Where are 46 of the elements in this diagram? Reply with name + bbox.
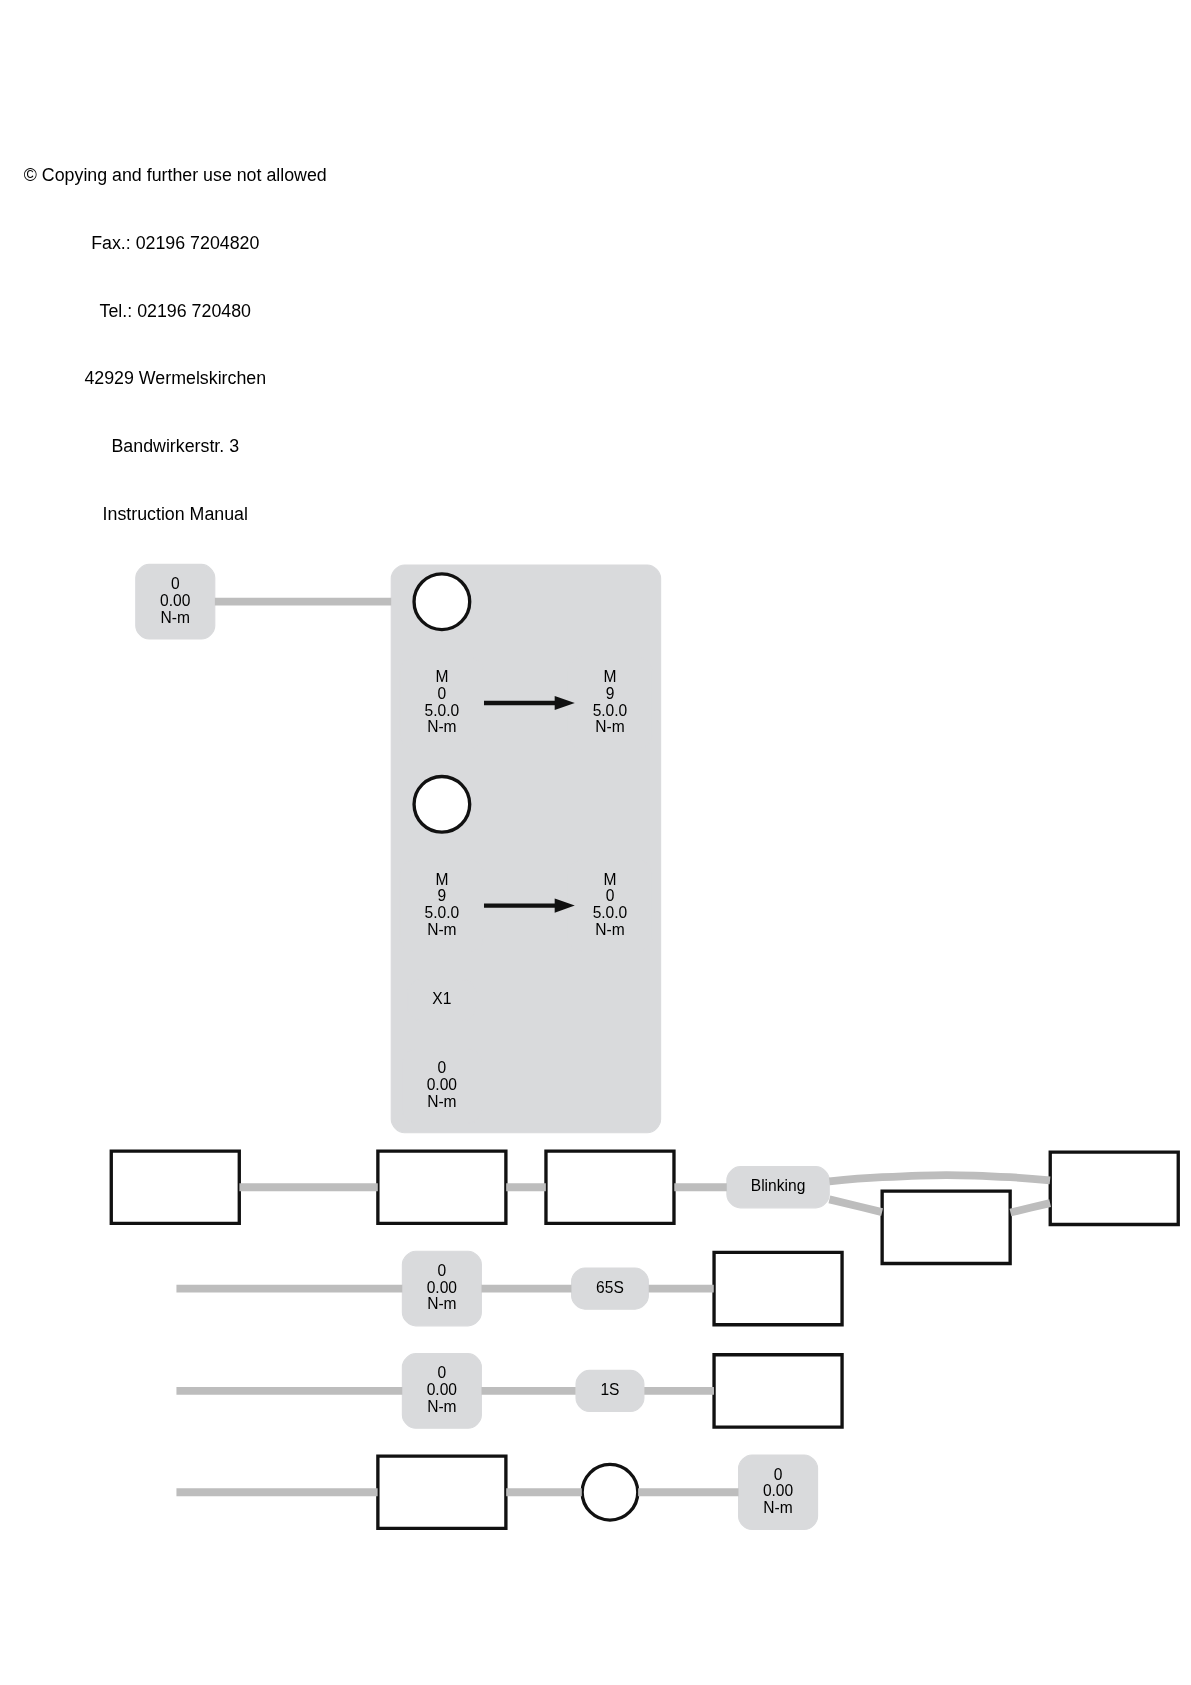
node-circle	[580, 1462, 640, 1522]
connector	[638, 1487, 739, 1496]
node-box: 0 0.00 N-m	[401, 1352, 482, 1429]
connector	[1009, 1198, 1051, 1216]
node-box	[544, 1148, 676, 1225]
node-text: M 0 5.0.0 N-m	[592, 870, 628, 938]
connector	[506, 1487, 582, 1496]
connector	[829, 1170, 1051, 1185]
connector	[481, 1284, 572, 1292]
node-box	[109, 1148, 241, 1225]
node-circle	[412, 571, 472, 631]
node-box	[376, 1148, 508, 1225]
label: © Copying and further use not allowed	[23, 164, 327, 185]
node-circle	[412, 774, 472, 834]
connector	[214, 597, 392, 606]
connector	[644, 1386, 714, 1395]
node-text: 0 0.00 N-m	[426, 1058, 458, 1110]
node-box	[712, 1250, 844, 1326]
arrow	[484, 695, 575, 710]
label: Bandwirkerstr. 3	[111, 435, 240, 456]
arrow	[484, 898, 575, 913]
node-text: M 0 5.0.0 N-m	[424, 667, 460, 735]
node-box	[376, 1453, 508, 1530]
node-box	[1048, 1150, 1180, 1226]
node-box: Blinking	[726, 1165, 830, 1208]
node-box: 0 0.00 N-m	[738, 1453, 819, 1530]
label: 42929 Wermelskirchen	[84, 367, 267, 388]
cluster	[390, 563, 662, 1133]
label: Tel.: 02196 720480	[99, 300, 251, 321]
connector	[239, 1182, 378, 1191]
connector	[648, 1284, 714, 1292]
node-box: 1S	[575, 1369, 645, 1412]
node-box: 65S	[571, 1266, 649, 1310]
node-text: M 9 5.0.0 N-m	[592, 667, 628, 735]
label: Fax.: 02196 7204820	[91, 232, 260, 253]
node-box	[712, 1352, 844, 1429]
connector	[481, 1386, 576, 1395]
node-text: M 9 5.0.0 N-m	[424, 870, 460, 938]
node-box	[880, 1188, 1012, 1265]
connector	[828, 1195, 883, 1216]
connector	[506, 1182, 546, 1191]
connector	[674, 1182, 727, 1191]
node-box: 0 0.00 N-m	[135, 563, 216, 640]
label: Instruction Manual	[102, 503, 248, 524]
node-text: X1	[432, 989, 452, 1007]
node-box: 0 0.00 N-m	[401, 1250, 482, 1326]
